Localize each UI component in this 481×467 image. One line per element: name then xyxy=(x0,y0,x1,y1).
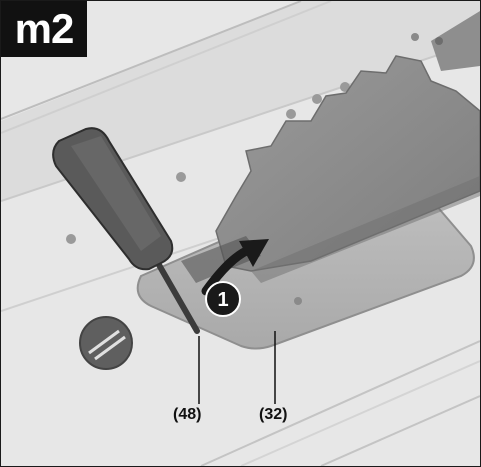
callout-48: (48) xyxy=(173,406,202,423)
screw xyxy=(66,234,76,244)
screw xyxy=(312,94,322,104)
screw xyxy=(286,109,296,119)
step-badge xyxy=(205,281,241,317)
callout-32: (32) xyxy=(259,406,288,423)
screw xyxy=(176,172,186,182)
rail-top xyxy=(1,1,480,201)
step-label: m2 xyxy=(1,1,87,57)
access-hole xyxy=(79,316,133,370)
riving-bracket xyxy=(431,11,480,71)
step-badge-text: 1 xyxy=(217,289,228,311)
